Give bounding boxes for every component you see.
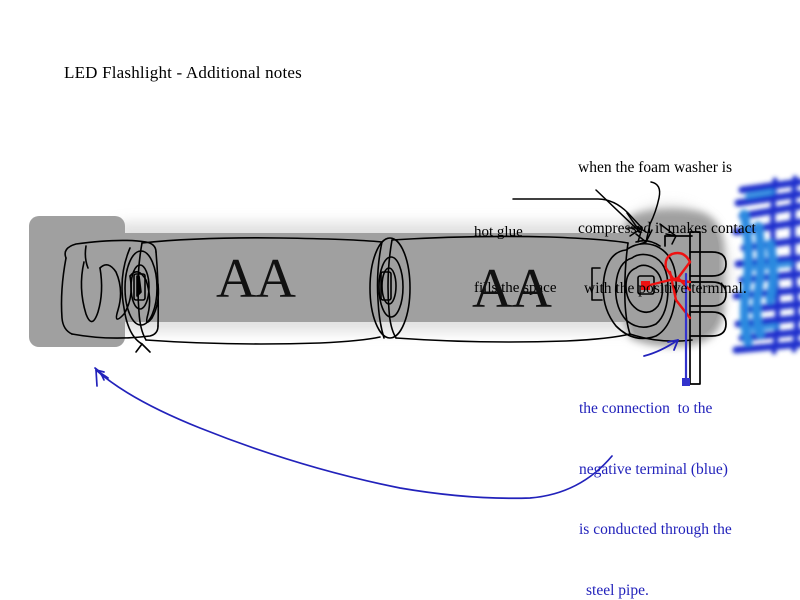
battery-aa-first: [137, 237, 411, 345]
steel-pipe-arrow: [643, 339, 679, 357]
battery-label-first: AA: [216, 248, 296, 310]
foam-washer-annotation-line-2: compressed it makes contact: [578, 219, 756, 237]
foam-washer-leader: [595, 181, 677, 245]
led-emitter-middle: [689, 281, 727, 307]
hot-glue-annotation: hot glue fills the space: [474, 185, 556, 335]
hot-glue-annotation-line-1: hot glue: [474, 223, 523, 240]
hot-glue-annotation-line-2: fills the space: [474, 279, 557, 296]
steel-pipe-annotation-line-1: the connection to the: [579, 400, 713, 418]
tail-to-note-curve: [94, 367, 613, 500]
light-beam: [732, 175, 800, 355]
foam-washer-annotation-line-3: with the positive terminal.: [584, 280, 747, 298]
steel-pipe-annotation: the connection to the negative terminal …: [579, 359, 732, 600]
foam-washer-annotation: when the foam washer is compressed it ma…: [578, 118, 756, 340]
blue-negative-wire: [682, 272, 690, 386]
page-title: LED Flashlight - Additional notes: [64, 63, 302, 82]
foam-washer-terminal: [591, 242, 677, 340]
battery-label-second: AA: [472, 258, 552, 320]
tail-cap-body: [29, 216, 125, 347]
steel-pipe-annotation-line-4: steel pipe.: [586, 581, 649, 599]
led-emitter-lower: [689, 311, 727, 337]
foam-washer-annotation-line-1: when the foam washer is: [578, 159, 733, 177]
hot-glue-leader: [512, 198, 647, 243]
led-head-assembly: [664, 231, 701, 385]
tail-cap-spring: [60, 239, 160, 339]
steel-pipe-annotation-line-2: negative terminal (blue): [579, 460, 728, 478]
led-emitter-upper: [689, 251, 727, 277]
steel-pipe-annotation-line-3: is conducted through the: [579, 521, 732, 539]
